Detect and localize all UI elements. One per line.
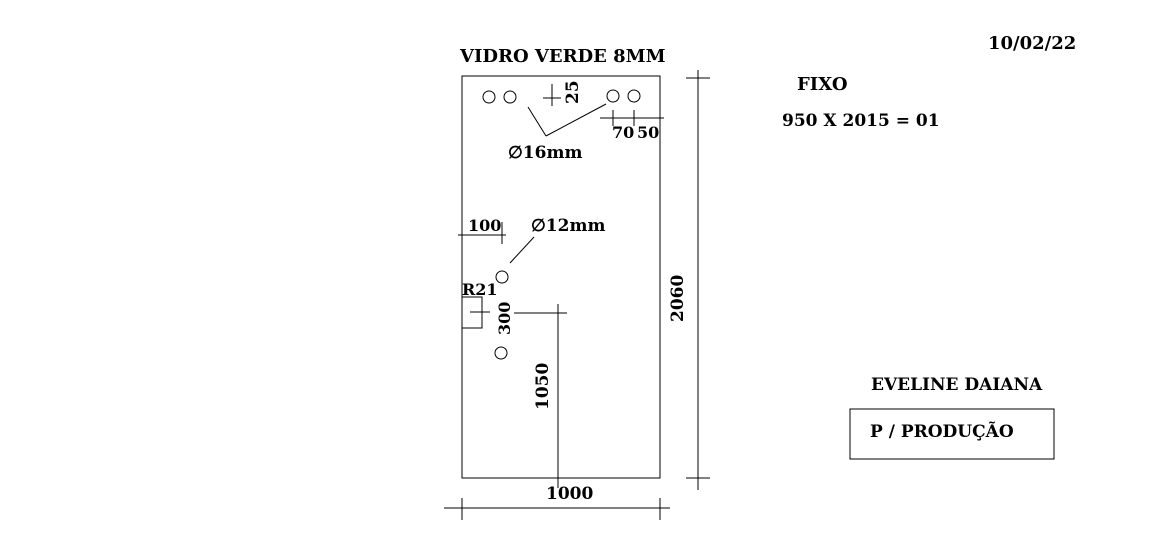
hole-top-right-1 [606, 89, 620, 103]
hole-top-left-2 [503, 90, 517, 104]
dim-height: 2060 [668, 70, 710, 490]
hole-16mm-label: ∅16mm [508, 143, 582, 163]
dim-1050-label: 1050 [533, 363, 553, 410]
leader-16mm-right [545, 103, 607, 137]
hole-top-right-2 [627, 89, 641, 103]
client-name: EVELINE DAIANA [871, 375, 1043, 395]
dim-300-label: 300 [495, 302, 514, 335]
dim-top-hole-offset: 25 [543, 80, 583, 106]
dim-notch-height: 1050 [514, 304, 567, 488]
hole-top-left-1 [482, 90, 496, 104]
leader-16mm-left [527, 106, 547, 137]
piece-type: FIXO [797, 74, 848, 95]
dim-side-hole-offset: 100 [458, 216, 506, 244]
glass-panel [461, 75, 661, 479]
hole-side-lower [494, 346, 508, 360]
dim-hole-spacing: 300 [470, 302, 514, 335]
dim-50-label: 50 [637, 123, 659, 142]
dim-100-label: 100 [468, 216, 501, 235]
hole-side-upper [495, 270, 509, 284]
dim-side-offsets: 70 50 [600, 110, 664, 142]
notch-radius-label: R21 [462, 280, 498, 299]
dim-2060-label: 2060 [668, 275, 688, 322]
hole-12mm-label: ∅12mm [531, 216, 605, 236]
dim-1000-label: 1000 [546, 484, 593, 504]
piece-spec: 950 X 2015 = 01 [782, 111, 940, 131]
date-label: 10/02/22 [988, 33, 1076, 54]
dim-25-label: 25 [563, 80, 583, 104]
production-label: P / PRODUÇÃO [870, 420, 1014, 442]
dim-width: 1000 [444, 484, 670, 520]
production-box [849, 408, 1055, 460]
glass-title: VIDRO VERDE 8MM [459, 46, 666, 67]
dim-70-label: 70 [612, 123, 634, 142]
leader-12mm [509, 236, 535, 264]
